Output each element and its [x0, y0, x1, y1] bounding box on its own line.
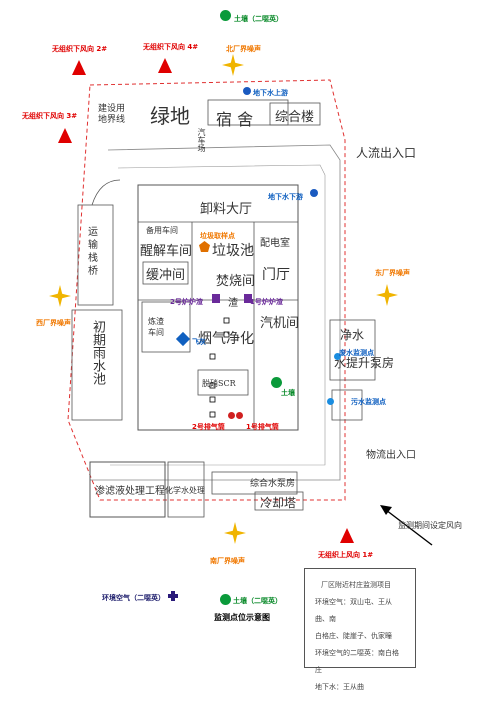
furnace2-icon — [212, 294, 220, 303]
slag-workshop-label: 炼渣 车间 — [148, 317, 164, 337]
groundwater-down-label: 地下水下游 — [268, 193, 303, 201]
complex-label: 综合楼 — [275, 110, 315, 125]
furnace1-label: 1号炉炉渣 — [250, 298, 283, 306]
wind-3-label: 无组织下风向 3# — [22, 112, 78, 120]
legend-title: 厂区附近村庄监测项目 — [321, 581, 391, 589]
wind-1-label: 无组织上风向 1# — [318, 551, 374, 559]
noise-south-label: 南厂界噪声 — [210, 557, 245, 565]
fermentation-label: 醒解车间 — [140, 244, 193, 259]
leachate-label: 渗滤液处理工程 — [95, 486, 165, 497]
noise-west-label: 西厂界噪声 — [36, 319, 71, 327]
dormitory-label: 宿 舍 — [216, 110, 254, 129]
sample-point-label: 垃圾取样点 — [200, 232, 235, 240]
cooling-label: 冷却塔 — [260, 496, 297, 510]
fly-ash-label: 飞灰 — [192, 338, 206, 346]
comprehensive-label: 综合水泵房 — [250, 479, 296, 489]
boundary-note: 建设用 地界线 — [98, 104, 126, 125]
stack2-label: 2号排气筒 — [192, 423, 225, 431]
soil-top-icon — [220, 10, 231, 21]
sewage-label: 污水监测点 — [351, 398, 386, 406]
groundwater-up-label: 地下水上游 — [253, 89, 288, 97]
noise-east-icon — [376, 284, 398, 306]
air-dioxin-icon — [168, 591, 178, 601]
groundwater-down-icon — [310, 189, 318, 197]
wind-direction-note: 监测期间设定风向 — [398, 521, 462, 530]
soil-middle-label: 土壤 — [281, 389, 295, 397]
stack2-icon — [228, 412, 235, 419]
soil-bottom-icon — [220, 594, 231, 605]
noise-north-icon — [222, 54, 244, 76]
legend-line-4: 地下水：王从曲 — [315, 683, 364, 691]
distribution-label: 配电室 — [260, 238, 290, 249]
legend-line-2: 白格庄、陡崖子、仇家疃 — [315, 632, 392, 640]
scr-label: 脱硝SCR — [202, 379, 236, 388]
legend-line-3: 环境空气的二噁英：南白格庄 — [315, 649, 399, 674]
legend-line-1: 环境空气：双山屯、王从曲、南 — [315, 598, 392, 623]
buffer-label: 缓冲间 — [146, 268, 186, 283]
water-label: 净水 — [340, 328, 365, 342]
waste-water-icon — [334, 353, 341, 360]
waste-pool-label: 垃圾池 — [212, 243, 254, 259]
gate-hall-label: 门厅 — [262, 267, 290, 283]
soil-middle-icon — [271, 377, 282, 388]
furnace2-label: 2号炉炉渣 — [170, 298, 203, 306]
green-area-label: 绿地 — [150, 104, 190, 128]
water-pump-label: 水提升泵房 — [334, 356, 395, 370]
wind-marker-2 — [72, 60, 86, 75]
wind-4-label: 无组织下风向 4# — [143, 43, 199, 51]
wind-marker-3 — [58, 128, 72, 143]
waste-water-label: 废水监测点 — [339, 349, 374, 357]
stack1-icon — [236, 412, 243, 419]
noise-west-icon — [49, 285, 71, 307]
rain-pool-label: 初期雨水池 — [90, 320, 105, 385]
slag-label: 渣 — [228, 298, 238, 309]
groundwater-up-icon — [243, 87, 251, 95]
noise-south-icon — [224, 522, 246, 544]
soil-bottom-label: 土壤（二噁英） — [233, 597, 282, 605]
stack1-label: 1号排气筒 — [246, 423, 279, 431]
transport-label: 运 输 栈 桥 — [88, 227, 98, 277]
noise-east-label: 东厂界噪声 — [375, 269, 410, 277]
wind-marker-1 — [340, 528, 354, 543]
furnace1-icon — [244, 294, 252, 303]
wind-2-label: 无组织下风向 2# — [52, 45, 108, 53]
sample-point-icon — [199, 241, 210, 252]
logistics-entrance-label: 物流出入口 — [366, 450, 416, 461]
village-legend-box: 厂区附近村庄监测项目 环境空气：双山屯、王从曲、南 白格庄、陡崖子、仇家疃 环境… — [304, 568, 416, 691]
map-title: 监测点位示意图 — [214, 613, 270, 622]
incineration-label: 焚烧间 — [216, 274, 256, 289]
turbine-label: 汽机间 — [260, 316, 300, 331]
soil-top-label: 土壤（二噁英） — [234, 15, 283, 23]
storage-label: 备用车间 — [146, 226, 178, 235]
unloading-hall-label: 卸料大厅 — [200, 202, 253, 217]
air-dioxin-label: 环境空气（二噁英） — [102, 594, 165, 602]
sewage-icon — [327, 398, 334, 405]
wind-marker-4 — [158, 58, 172, 73]
parking-label: 汽车场 — [197, 128, 206, 152]
flue-gas-label: 烟气净化 — [198, 331, 254, 347]
chem-water-label: 化学水处理 — [165, 486, 205, 495]
people-entrance-label: 人流出入口 — [356, 146, 417, 160]
noise-north-label: 北厂界噪声 — [226, 45, 261, 53]
